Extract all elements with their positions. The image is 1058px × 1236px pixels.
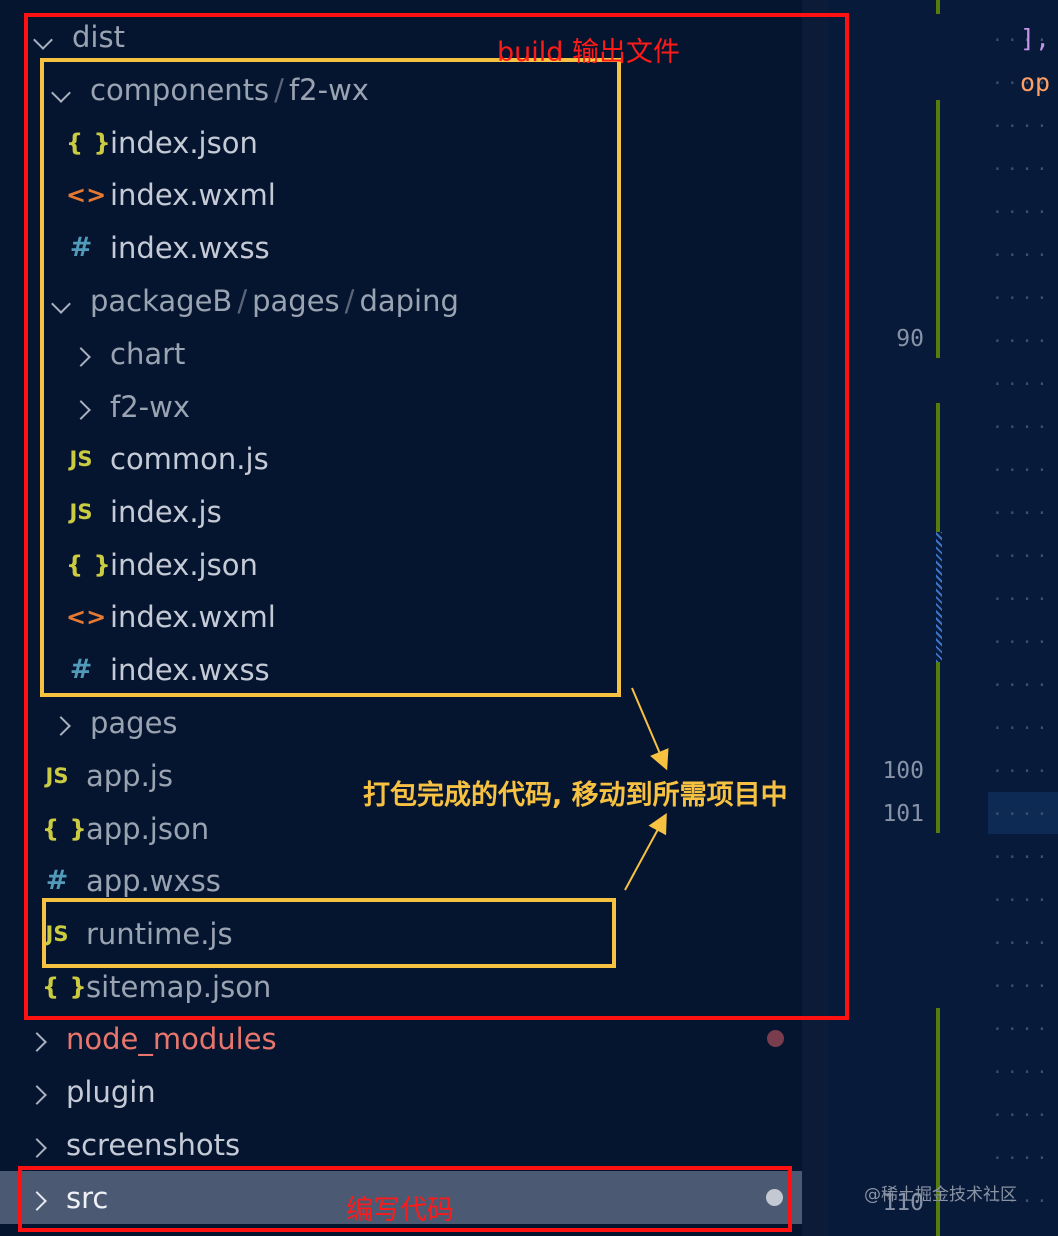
path-separator: /: [237, 283, 248, 318]
whitespace-dot-row: ····: [992, 417, 1052, 438]
whitespace-dot-row: ····: [992, 503, 1052, 524]
whitespace-dot-row: ····: [992, 804, 1052, 825]
whitespace-dot-row: ····: [992, 589, 1052, 610]
arrow-from-runtime: [624, 812, 667, 891]
write-code-label: 编写代码: [346, 1195, 454, 1226]
code-fragment: op: [1020, 68, 1051, 97]
wxss-file-icon: #: [45, 865, 69, 896]
whitespace-dot-row: ····: [992, 675, 1052, 696]
src-annotation-box: [18, 1166, 792, 1232]
path-segment: f2-wx: [288, 72, 369, 107]
folder-dist[interactable]: dist: [0, 10, 802, 63]
whitespace-dot-row: ····: [992, 288, 1052, 309]
file-daping-index-wxml[interactable]: <> index.wxml: [66, 599, 276, 634]
path-separator: /: [344, 283, 355, 318]
file-sitemap-json[interactable]: { } sitemap.json: [42, 969, 272, 1004]
whitespace-dot-row: ····: [992, 976, 1052, 997]
whitespace-dot-row: ····: [992, 933, 1052, 954]
path-segment: pages: [252, 283, 340, 318]
whitespace-dot-row: ····: [992, 331, 1052, 352]
path-segment: packageB: [90, 283, 233, 318]
whitespace-dot-row: ····: [992, 1148, 1052, 1169]
js-file-icon: JS: [45, 921, 69, 946]
file-daping-index-wxss[interactable]: # index.wxss: [0, 643, 802, 696]
folder-plugin[interactable]: plugin: [0, 1065, 802, 1118]
whitespace-dot-row: ····: [992, 761, 1052, 782]
runtime-annotation-box: [42, 898, 616, 968]
arrow-from-build-output: [631, 687, 669, 771]
folder-f2-wx[interactable]: f2-wx: [0, 380, 802, 433]
path-segment: daping: [359, 283, 459, 318]
build-output-annotation-box: [40, 58, 621, 697]
whitespace-dot-row: ····: [992, 1234, 1051, 1236]
build-output-label: build 输出文件: [497, 37, 680, 68]
file-components-index-wxml[interactable]: <> index.wxml: [66, 177, 276, 212]
whitespace-dot-row: ····: [992, 159, 1052, 180]
whitespace-dot-row: ····: [992, 374, 1052, 395]
folder-packageB-pages-daping[interactable]: packageB/pages/daping: [0, 274, 802, 327]
path-separator: /: [274, 72, 284, 107]
js-file-icon: JS: [69, 499, 93, 524]
code-fragment: ],: [1020, 24, 1051, 53]
file-common-js[interactable]: JS common.js: [0, 432, 802, 485]
git-modified-marker: [936, 532, 942, 662]
whitespace-dot-row: ····: [992, 245, 1052, 266]
git-change-marker: [936, 1008, 940, 1236]
folder-src[interactable]: src: [0, 1171, 802, 1224]
whitespace-dot-row: ····: [992, 1062, 1052, 1083]
folder-screenshots[interactable]: screenshots: [0, 1118, 802, 1171]
whitespace-dot-row: ····: [992, 890, 1052, 911]
wxss-file-icon: #: [69, 654, 93, 685]
whitespace-dot-row: ····: [992, 632, 1052, 653]
whitespace-dot-row: ····: [992, 718, 1052, 739]
file-runtime-js[interactable]: JS runtime.js: [0, 907, 802, 960]
watermark: @稀土掘金技术社区: [864, 1185, 1017, 1205]
whitespace-dot-row: ····: [992, 546, 1052, 567]
file-daping-index-json[interactable]: { } index.json: [66, 547, 258, 582]
wxss-file-icon: #: [69, 232, 93, 263]
modified-dot-icon: [766, 1189, 783, 1206]
line-number: 100: [882, 758, 924, 784]
code-editor: 90 100 101 110 ···· ···· ···· ···· ···· ···· ·…: [828, 0, 1058, 1236]
whitespace-dot-row: ····: [992, 847, 1052, 868]
current-line-highlight: [988, 792, 1058, 834]
line-number: 110: [882, 1190, 924, 1216]
git-change-marker: [936, 0, 940, 14]
move-note-label: 打包完成的代码, 移动到所需项目中: [363, 780, 788, 811]
whitespace-dot-row: ····: [992, 1105, 1052, 1126]
line-number: 90: [896, 326, 924, 352]
folder-pages[interactable]: pages: [0, 696, 802, 749]
js-file-icon: JS: [69, 446, 93, 471]
whitespace-dot-row: ····: [992, 460, 1052, 481]
explorer-scrollbar[interactable]: [802, 0, 828, 1236]
line-number: 101: [882, 801, 924, 827]
file-daping-index-js[interactable]: JS index.js: [0, 485, 802, 538]
whitespace-dot-row: ····: [992, 73, 1052, 94]
folder-node-modules[interactable]: node_modules: [0, 1012, 802, 1065]
file-app-js[interactable]: JS app.js: [0, 749, 802, 802]
file-explorer: dist components/f2-wx { } index.json <> …: [0, 10, 802, 1224]
dist-annotation-box: [24, 13, 849, 1020]
modified-dot-icon: [767, 1030, 784, 1047]
file-app-wxss[interactable]: # app.wxss: [0, 854, 802, 907]
folder-components-f2-wx[interactable]: components/f2-wx: [0, 63, 802, 116]
whitespace-dot-row: ····: [992, 30, 1052, 51]
whitespace-dot-row: ····: [992, 1191, 1052, 1212]
whitespace-dot-row: ····: [992, 1019, 1052, 1040]
whitespace-dot-row: ····: [992, 116, 1052, 137]
file-app-json[interactable]: { } app.json: [42, 811, 210, 846]
whitespace-dot-row: ····: [992, 202, 1052, 223]
file-components-index-json[interactable]: { } index.json: [66, 125, 258, 160]
file-components-index-wxss[interactable]: # index.wxss: [0, 221, 802, 274]
folder-chart[interactable]: chart: [0, 327, 802, 380]
git-change-marker: [936, 100, 940, 358]
path-segment: components: [90, 72, 270, 107]
js-file-icon: JS: [45, 763, 69, 788]
